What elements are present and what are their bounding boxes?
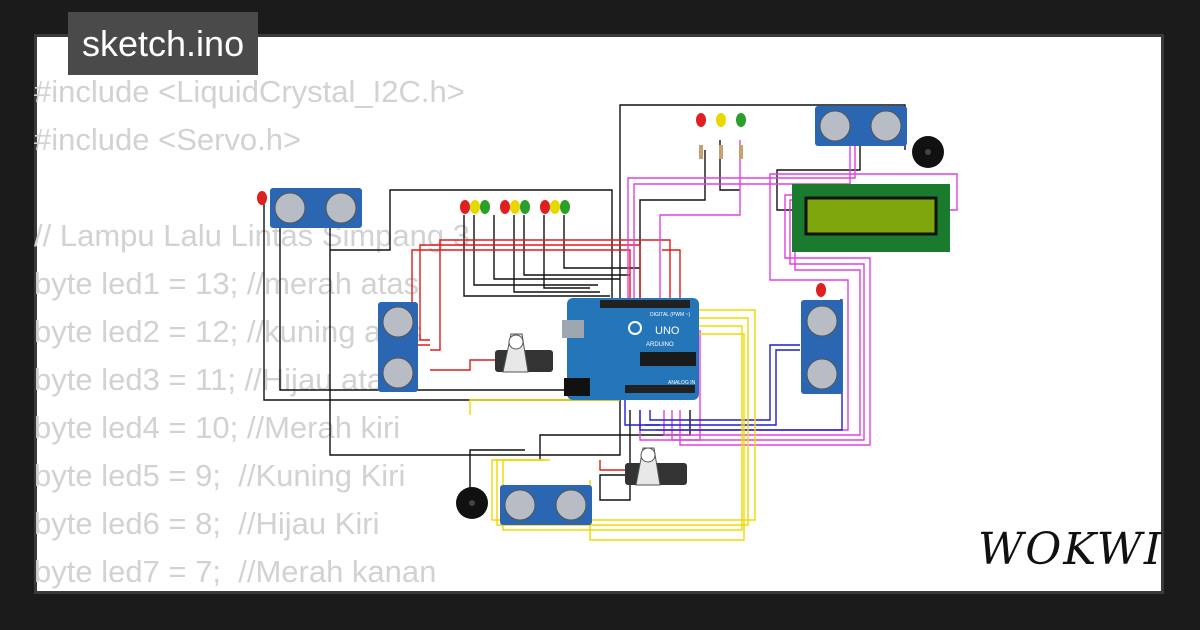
- file-tab[interactable]: sketch.ino: [68, 12, 259, 75]
- code-line: byte led4 = 10; //Merah kiri: [34, 410, 401, 445]
- code-line: #include <LiquidCrystal_I2C.h>: [34, 74, 465, 109]
- code-preview: #include <LiquidCrystal_I2C.h> #include …: [34, 68, 470, 596]
- led-group-top: [696, 113, 746, 159]
- wokwi-logo: WOKWI: [978, 524, 1164, 575]
- ultrasonic-sensor-right: [801, 300, 843, 394]
- ultrasonic-sensor-top-right: [815, 106, 907, 146]
- led-right: [816, 283, 826, 297]
- board-label: UNO: [655, 325, 680, 337]
- led-left: [257, 191, 267, 205]
- code-line: byte led7 = 7; //Merah kanan: [34, 554, 437, 589]
- code-line: byte led6 = 8; //Hijau Kiri: [34, 506, 380, 541]
- ultrasonic-sensor-bottom: [500, 485, 592, 525]
- code-line: byte led5 = 9; //Kuning Kiri: [34, 458, 406, 493]
- ultrasonic-sensor-top-left: [270, 188, 362, 228]
- arduino-board: [567, 298, 699, 400]
- ultrasonic-sensor-left: [378, 302, 418, 392]
- board-digital-label: DIGITAL (PWM ~): [650, 312, 690, 318]
- servo-bottom: [625, 447, 687, 486]
- led-group-middle: [460, 200, 570, 214]
- code-line: byte led3 = 11; //Hijau atas: [34, 362, 400, 397]
- servo-left: [495, 333, 553, 373]
- code-line: #include <Servo.h>: [34, 122, 302, 157]
- board-brand: ARDUINO: [646, 342, 674, 348]
- board-analog-label: ANALOG IN: [668, 380, 696, 386]
- code-line: byte led1 = 13; //merah atas: [34, 266, 420, 301]
